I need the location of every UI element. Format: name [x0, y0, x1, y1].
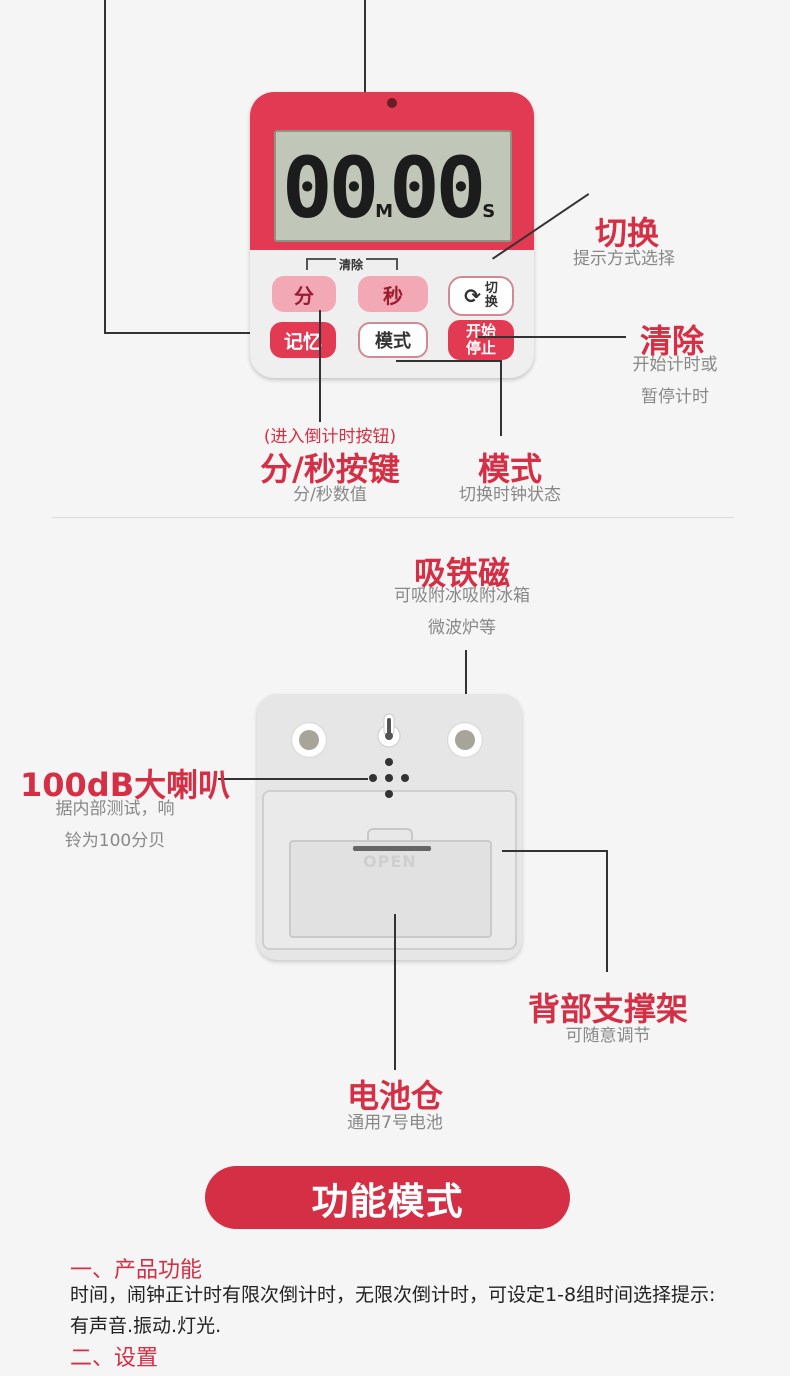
battery-cover[interactable]: OPEN [289, 840, 492, 938]
switch-label-line1: 切 [484, 281, 498, 296]
switch-label-line2: 换 [484, 295, 498, 310]
mode-button[interactable]: 模式 [358, 322, 428, 358]
minsec-callout-desc: 分/秒数值 [293, 485, 367, 505]
clear-callout-title: 清除 [640, 322, 705, 360]
open-label: OPEN [363, 852, 417, 871]
keyhole-icon [377, 713, 401, 748]
minute-button-label: 分 [294, 283, 314, 308]
magnet-callout-line [465, 650, 467, 730]
stand-callout-line-h [502, 850, 608, 852]
speaker-callout-line [218, 778, 368, 780]
stand-callout-desc: 可随意调节 [565, 1026, 651, 1046]
lcd-minutes-unit: M [375, 201, 393, 222]
minsec-callout-note: (进入倒计时按钮) [263, 427, 397, 447]
product-function-text: 时间，闹钟正计时有限次倒计时，无限次倒计时，可设定1-8组时间选择提示:有声音.… [70, 1284, 716, 1337]
stand-callout-line-v [606, 850, 608, 972]
minsec-callout-title: 分/秒按键 [260, 450, 400, 488]
magnet-callout-desc1: 可吸附冰吸附冰箱 [394, 586, 530, 606]
refresh-icon: ⟳ [464, 284, 481, 308]
speaker-callout-desc1: 据内部测试，响 [55, 799, 175, 819]
second-button-label: 秒 [383, 283, 403, 308]
memory-button-label: 记忆 [283, 330, 322, 353]
magnet-callout-title: 吸铁磁 [413, 554, 510, 592]
battery-callout-title: 电池仓 [346, 1077, 443, 1115]
memory-callout-line-horizontal [104, 332, 300, 334]
function-mode-banner: 功能模式 [205, 1166, 570, 1229]
second-button[interactable]: 秒 [358, 276, 428, 312]
speaker-hole [369, 774, 377, 782]
memory-button[interactable]: 记忆 [270, 322, 336, 358]
speaker-hole [385, 758, 393, 766]
slot-mark [353, 846, 431, 851]
clear-label: 清除 [336, 256, 367, 273]
speaker-hole [385, 790, 393, 798]
magnet-right [447, 722, 483, 758]
battery-callout-desc: 通用7号电池 [347, 1113, 443, 1133]
magnet-callout-desc2: 微波炉等 [428, 618, 496, 638]
speaker-hole [401, 774, 409, 782]
lcd-seconds: 00 [389, 139, 486, 237]
minute-button[interactable]: 分 [272, 276, 336, 312]
section-divider [52, 517, 734, 518]
lcd-seconds-unit: S [482, 201, 495, 222]
mode-button-label: 模式 [375, 331, 411, 352]
start-stop-button[interactable]: 开始 停止 [448, 320, 514, 360]
clear-callout-desc2: 暂停计时 [641, 387, 709, 407]
lcd-callout-line [364, 0, 366, 160]
start-label: 开始 [465, 322, 496, 340]
magnet-left [291, 722, 327, 758]
clear-callout-desc1: 开始计时或 [632, 355, 718, 375]
lcd-digits: 00M00S [282, 142, 508, 234]
switch-button[interactable]: ⟳ 切 换 [448, 276, 514, 316]
stop-label: 停止 [465, 339, 496, 357]
mode-callout-title: 模式 [477, 450, 542, 488]
settings-heading: 二、设置 [70, 1346, 159, 1371]
clear-callout-line [478, 336, 626, 338]
speaker-callout-title: 100dB大喇叭 [20, 766, 231, 804]
product-function-heading: 一、产品功能 [70, 1258, 203, 1283]
mode-callout-line-v [500, 360, 502, 436]
hang-hole [387, 98, 397, 108]
memory-callout-line-vertical [104, 0, 106, 334]
switch-callout-desc: 提示方式选择 [573, 249, 675, 269]
timer-back: OPEN [257, 694, 522, 960]
speaker-hole [385, 774, 393, 782]
lcd-minutes: 00 [282, 139, 379, 237]
battery-tab [367, 828, 413, 842]
stand-callout-title: 背部支撑架 [527, 990, 688, 1028]
mode-callout-line-h [396, 360, 502, 362]
lcd-display: 00M00S [274, 130, 512, 242]
minsec-callout-line [319, 310, 321, 422]
battery-callout-line [394, 914, 396, 1070]
timer-front: 00M00S 清除 分 秒 ⟳ 切 换 记忆 模式 开始 停止 [250, 92, 534, 378]
switch-callout-title: 切换 [595, 214, 660, 252]
mode-callout-desc: 切换时钟状态 [459, 485, 561, 505]
speaker-callout-desc2: 铃为100分贝 [64, 831, 166, 851]
